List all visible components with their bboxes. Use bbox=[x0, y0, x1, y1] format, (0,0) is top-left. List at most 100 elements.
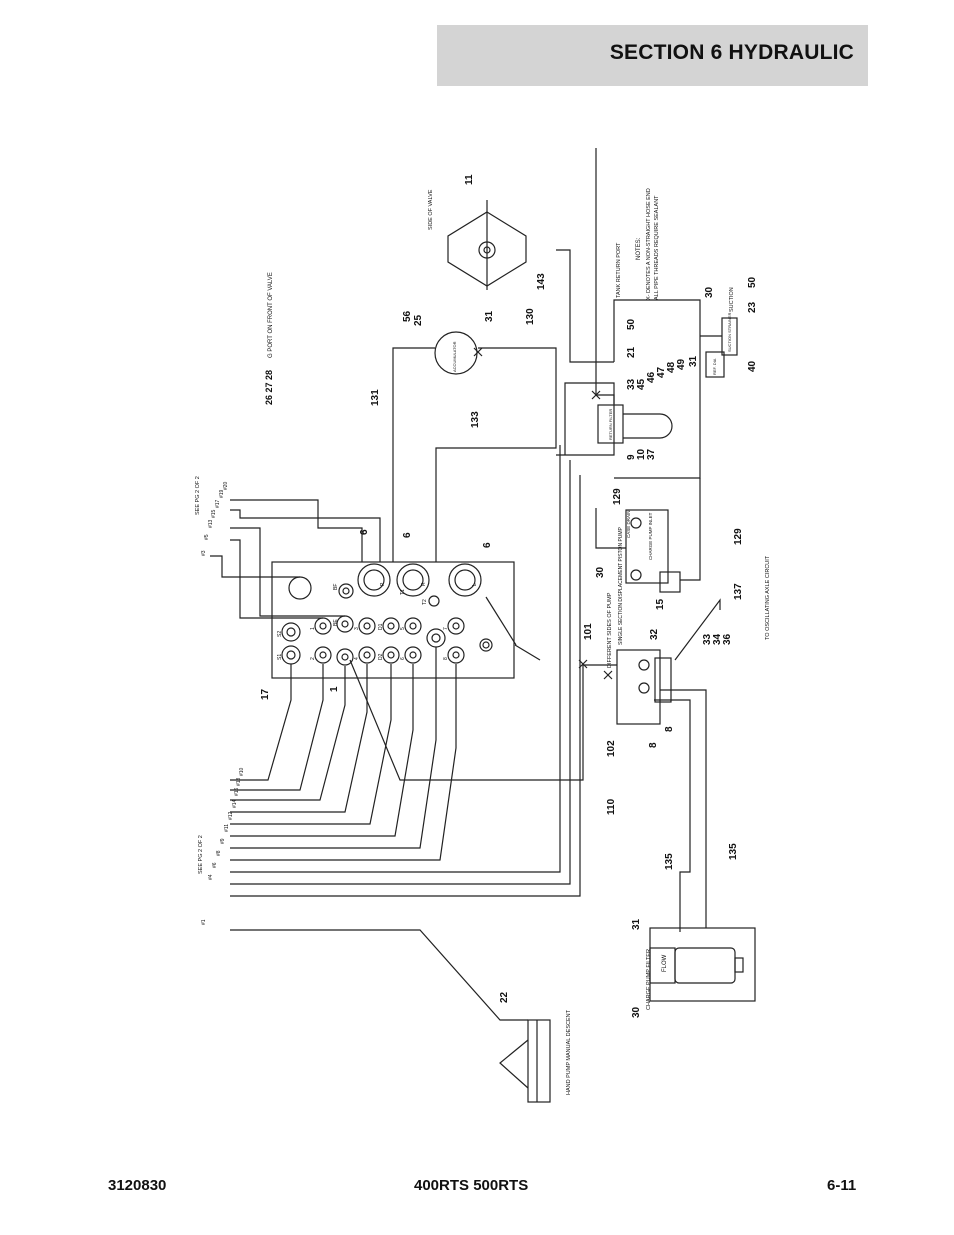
callout-34: 34 bbox=[712, 633, 723, 645]
callout-48: 48 bbox=[666, 361, 677, 373]
port-3: 3 bbox=[354, 627, 360, 630]
line-label: #12 bbox=[228, 811, 234, 820]
line-label: #15 bbox=[211, 509, 217, 518]
callout-15: 15 bbox=[655, 598, 666, 610]
callout-31a: 31 bbox=[688, 355, 699, 367]
return-filter-label: RETURN FILTER bbox=[608, 409, 613, 440]
see-pg-top: SEE PG 2 OF 2 bbox=[195, 476, 201, 515]
page-number: 6-11 bbox=[827, 1177, 857, 1194]
notes-title: NOTES: bbox=[636, 237, 642, 260]
port-BF: BF bbox=[333, 584, 339, 590]
callout-135b: 135 bbox=[728, 843, 739, 860]
callout-11: 11 bbox=[464, 174, 475, 185]
port-4: 4 bbox=[354, 657, 360, 660]
filter-small-label: REF. DIA bbox=[712, 358, 717, 375]
callout-45: 45 bbox=[636, 378, 647, 390]
callout-49: 49 bbox=[676, 358, 687, 370]
callout-36: 36 bbox=[722, 633, 733, 645]
charge-pump-filter-label: CHARGE PUMP FILTER bbox=[646, 949, 652, 1010]
callout-129b: 129 bbox=[733, 528, 744, 545]
port-7: 7 bbox=[443, 627, 449, 630]
callout-6b: 6 bbox=[402, 532, 413, 538]
manifold-port-circle bbox=[448, 563, 482, 597]
callout-50b: 50 bbox=[747, 276, 758, 288]
port-8: 8 bbox=[443, 657, 449, 660]
callout-143: 143 bbox=[536, 273, 547, 290]
port-P: P bbox=[380, 582, 386, 586]
port-T1: T1 bbox=[400, 589, 406, 595]
line-label: #16 bbox=[234, 787, 240, 796]
manifold-port-circle bbox=[288, 576, 312, 600]
callout-135a: 135 bbox=[664, 853, 675, 870]
callout-23: 23 bbox=[747, 301, 758, 313]
doc-number: 3120830 bbox=[108, 1177, 167, 1194]
port-2: 2 bbox=[310, 657, 316, 660]
line-label: #14 bbox=[232, 799, 238, 808]
line-label: #10 bbox=[239, 767, 245, 776]
line-label: #19 bbox=[219, 489, 225, 498]
callout-33: 33 bbox=[626, 378, 637, 390]
line-label: #17 bbox=[215, 499, 221, 508]
hand-pump-label: HAND PUMP MANUAL DESCENT bbox=[566, 1009, 572, 1095]
accumulator-label: ACCUMULATOR bbox=[452, 341, 457, 372]
line-label: #11 bbox=[224, 824, 230, 832]
callout-32: 32 bbox=[649, 628, 660, 640]
callout-33b: 33 bbox=[702, 633, 713, 645]
port-L: L bbox=[472, 583, 478, 586]
return-filter bbox=[597, 404, 624, 444]
callout-8b: 8 bbox=[664, 726, 675, 732]
callout-40: 40 bbox=[747, 360, 758, 372]
callout-101: 101 bbox=[583, 623, 594, 640]
callout-37: 37 bbox=[646, 448, 657, 460]
section-header: SECTION 6 HYDRAULIC bbox=[437, 25, 868, 86]
oscillating-axle-label: TO OSCILLATING AXLE CIRCUIT bbox=[765, 555, 771, 640]
port-D2: D2 bbox=[378, 653, 384, 660]
callout-129a: 129 bbox=[612, 488, 623, 505]
charge-pump-unit bbox=[625, 509, 669, 584]
callout-9: 9 bbox=[626, 454, 637, 460]
manifold-port-circle bbox=[396, 563, 430, 597]
port-note-text: G PORT ON FRONT OF VALVE bbox=[268, 272, 274, 358]
port-6: 6 bbox=[400, 657, 406, 660]
port-S1: S1 bbox=[277, 654, 283, 660]
callout-6c: 6 bbox=[482, 542, 493, 548]
valve-manifold bbox=[271, 561, 515, 679]
callout-46: 46 bbox=[646, 371, 657, 383]
suction-label: SUCTION bbox=[729, 287, 735, 312]
callout-21: 21 bbox=[626, 346, 637, 358]
different-sides-label: DIFFERENT SIDES OF PUMP bbox=[607, 592, 613, 668]
suction-strainer-label: SUCTION STRAINER bbox=[727, 313, 732, 352]
callout-47: 47 bbox=[656, 366, 667, 378]
callout-50a: 50 bbox=[626, 318, 637, 330]
case-drain-label: CASE DRAIN bbox=[626, 510, 631, 538]
line-label: #8 bbox=[216, 850, 222, 856]
callout-30a: 30 bbox=[704, 286, 715, 298]
callout-31b: 31 bbox=[484, 310, 495, 322]
port-T2: T2 bbox=[422, 599, 428, 605]
callout-131: 131 bbox=[370, 389, 381, 406]
callout-1: 1 bbox=[329, 686, 340, 692]
line-label: #3 bbox=[201, 550, 207, 556]
callout-22: 22 bbox=[499, 991, 510, 1003]
callout-31c: 31 bbox=[631, 918, 642, 930]
callout-102: 102 bbox=[606, 740, 617, 757]
section-title: SECTION 6 HYDRAULIC bbox=[609, 41, 854, 64]
see-pg-bottom: SEE PG 2 OF 2 bbox=[198, 835, 204, 874]
callout-110: 110 bbox=[606, 798, 617, 815]
callout-10: 10 bbox=[636, 448, 647, 460]
line-label: #9 bbox=[220, 838, 226, 844]
callout-130: 130 bbox=[525, 308, 536, 325]
port-R: R bbox=[421, 582, 427, 586]
charge-pump-inlet-label: CHARGE PUMP INLET bbox=[648, 512, 653, 560]
callout-6a: 6 bbox=[359, 529, 370, 535]
port-D1: D1 bbox=[378, 623, 384, 630]
line-label: #1 bbox=[201, 919, 207, 925]
callout-30c: 30 bbox=[631, 1006, 642, 1018]
piston-pump bbox=[616, 649, 661, 725]
line-label: #20 bbox=[223, 481, 229, 490]
callout-133: 133 bbox=[470, 411, 481, 428]
port-5: 5 bbox=[400, 627, 406, 630]
tank-return-port-label: TANK RETURN PORT bbox=[616, 242, 622, 298]
callout-8a: 8 bbox=[648, 742, 659, 748]
